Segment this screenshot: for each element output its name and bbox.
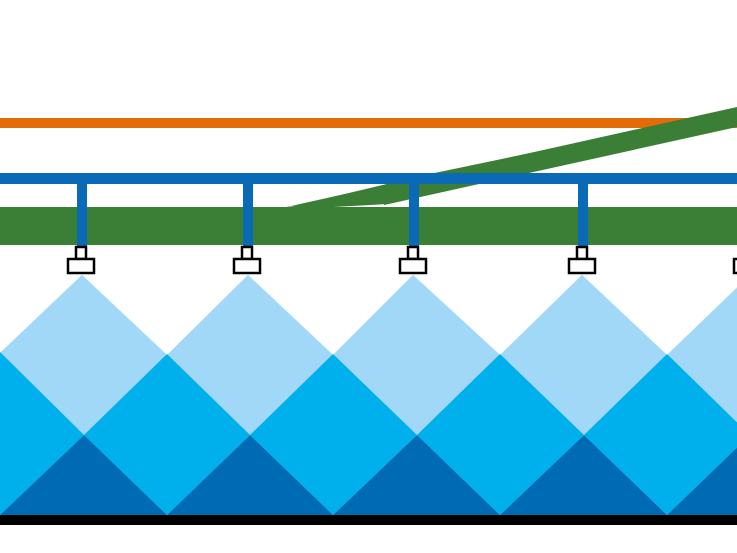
blue-supply-pipe <box>0 173 737 184</box>
spray-overlap-mid <box>84 354 250 515</box>
orange-pipe <box>0 118 737 128</box>
nozzle-tip <box>732 257 737 275</box>
spray-overlap-dark <box>667 447 737 515</box>
spray-overlap-mid <box>584 354 737 515</box>
nozzle-assembly <box>66 184 96 275</box>
spray-edge-line <box>666 285 737 355</box>
nozzle-body <box>575 245 589 261</box>
spray-edge-line <box>81 273 168 355</box>
spray-overlap-dark <box>333 435 500 515</box>
spray-overlap-mid <box>250 354 417 515</box>
drop-pipe <box>243 184 253 246</box>
spray-edge-line <box>412 273 501 355</box>
nozzle-assembly <box>732 257 737 275</box>
spray-edge-line <box>166 273 249 355</box>
nozzle-tip <box>398 257 428 275</box>
nozzle-assemblies <box>66 184 737 275</box>
spray-mid-layer <box>0 352 737 515</box>
green-boom-beam <box>0 207 737 245</box>
spray-overlap-dark <box>500 435 667 515</box>
green-diagonal-brace-arm <box>278 110 737 210</box>
spray-overlap-dark <box>0 435 167 515</box>
spray-edge-line <box>247 273 334 355</box>
nozzle-assembly <box>232 184 262 275</box>
spray-patterns <box>0 273 737 515</box>
spray-overlap-mid <box>0 352 84 515</box>
drop-pipe <box>77 184 87 246</box>
nozzle-body <box>240 245 254 261</box>
spray-edge-line <box>0 273 83 353</box>
spray-edges <box>0 273 737 355</box>
spray-cone-light <box>667 286 737 423</box>
spray-overlap-dark <box>167 435 333 515</box>
nozzle-assembly <box>398 184 428 275</box>
spray-dark-layer <box>0 435 737 515</box>
ground-line <box>0 515 737 525</box>
nozzle-body <box>406 245 420 261</box>
nozzle-tip <box>567 257 597 275</box>
nozzle-assembly <box>567 184 597 275</box>
nozzle-tip <box>232 257 262 275</box>
drop-pipe <box>578 184 588 246</box>
spray-overlap-mid <box>417 354 584 515</box>
spray-edge-line <box>581 273 668 355</box>
spray-edge-line <box>499 273 583 355</box>
spray-edge-line <box>332 273 414 355</box>
drop-pipe <box>409 184 419 246</box>
nozzle-tip <box>66 257 96 275</box>
nozzle-body <box>74 245 88 261</box>
